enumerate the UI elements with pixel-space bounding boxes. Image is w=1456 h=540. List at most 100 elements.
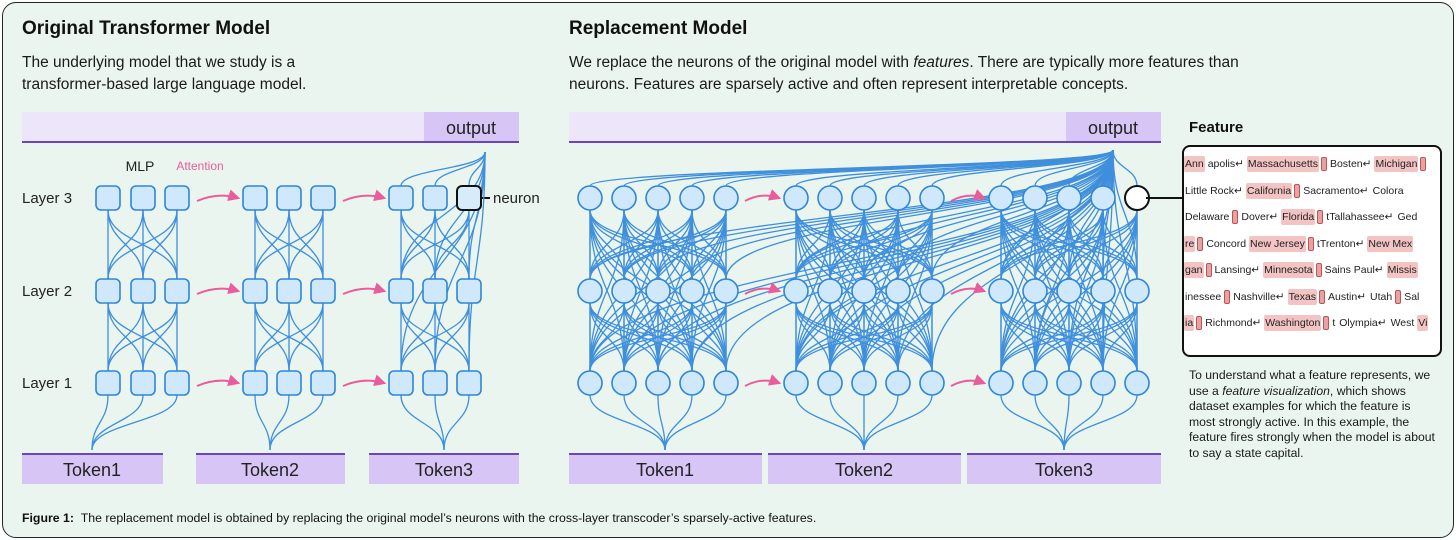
- edge-mlp: [400, 302, 470, 372]
- highlighted-token: Ann: [1184, 156, 1205, 172]
- attention-arrow: [950, 189, 987, 202]
- edge-output: [468, 151, 486, 187]
- token: Delaware: [1185, 211, 1230, 223]
- edge-token-feature: [664, 394, 693, 451]
- left-token-1: Token1: [22, 453, 163, 484]
- edge-token-feature: [863, 394, 933, 451]
- edge-transcoder: [589, 302, 693, 372]
- edge-token-feature: [589, 394, 666, 451]
- token: tTallahassee↵: [1326, 211, 1394, 223]
- feature-circle: [1022, 185, 1048, 211]
- left-network: [91, 151, 486, 451]
- highlighted-token: New Jersey: [1249, 235, 1306, 252]
- edge-token-layer: [91, 394, 144, 451]
- highlighted-token: Massachusetts: [1246, 156, 1319, 172]
- attention-label: Attention: [176, 159, 223, 173]
- edge-transcoder: [795, 302, 899, 372]
- neuron-square: [130, 185, 156, 211]
- neuron-square: [310, 185, 336, 211]
- neuron-square: [310, 370, 336, 396]
- edge-output: [1112, 149, 1138, 372]
- neuron-square: [242, 278, 268, 304]
- activation-marker: [1319, 289, 1326, 304]
- left-token-2: Token2: [196, 453, 345, 484]
- activation-marker: [1395, 289, 1402, 304]
- edge-mlp: [107, 302, 178, 372]
- feature-circle: [885, 185, 911, 211]
- edge-output: [434, 151, 486, 280]
- highlighted-token: New Mex: [1367, 235, 1414, 252]
- edge-transcoder: [1000, 209, 1104, 280]
- edge-token-feature: [623, 394, 666, 451]
- edge-mlp: [107, 209, 144, 280]
- edge-transcoder: [691, 209, 727, 280]
- attention-arrow: [950, 374, 987, 387]
- token: Sal: [1404, 290, 1420, 303]
- attention-arrow: [196, 374, 241, 387]
- feature-circle: [988, 278, 1014, 304]
- neuron-square: [130, 370, 156, 396]
- feature-title: Feature: [1189, 119, 1244, 136]
- edge-token-layer: [269, 394, 324, 451]
- edge-token-feature: [1063, 394, 1138, 451]
- neuron-square: [164, 370, 190, 396]
- neuron-square: [95, 370, 121, 396]
- edge-transcoder: [589, 209, 625, 372]
- edge-mlp: [400, 209, 436, 280]
- edge-mlp: [288, 209, 324, 280]
- edge-output: [400, 151, 486, 280]
- edge-output: [829, 149, 1114, 280]
- caption-label: Figure 1:: [22, 511, 74, 525]
- edge-transcoder: [795, 209, 899, 372]
- token: apolis↵: [1207, 158, 1244, 170]
- left-description: The underlying model that we study is a …: [22, 54, 307, 93]
- feature-circle: [988, 370, 1014, 396]
- highlighted-token: Florida: [1281, 209, 1316, 225]
- left-output-label: output: [446, 118, 496, 138]
- attention-arrow: [342, 374, 387, 387]
- highlighted-token: ia: [1184, 315, 1195, 331]
- edge-transcoder: [1102, 209, 1138, 280]
- token: Nashville↵: [1233, 290, 1285, 303]
- edge-transcoder: [589, 209, 693, 372]
- feature-circle: [577, 278, 603, 304]
- mlp-label: MLP: [126, 158, 155, 174]
- highlighted-token: Washington: [1264, 315, 1322, 331]
- right-description: We replace the neurons of the original m…: [569, 54, 1239, 93]
- neuron-square: [242, 370, 268, 396]
- token: tTrenton↵: [1316, 237, 1365, 250]
- edge-transcoder: [1000, 209, 1070, 280]
- feature-circle: [1090, 370, 1116, 396]
- edge-output: [691, 149, 1114, 280]
- right-token-1: Token1: [569, 453, 762, 484]
- feature-circle: [817, 185, 843, 211]
- feature-circle: [713, 185, 739, 211]
- feature-circle: [577, 185, 603, 211]
- edge-output: [657, 149, 1114, 187]
- neuron-square: [310, 278, 336, 304]
- edge-output: [931, 149, 1114, 187]
- feature-circle: [817, 370, 843, 396]
- right-token-2: Token2: [768, 453, 961, 484]
- edge-mlp: [288, 302, 324, 372]
- edge-transcoder: [795, 302, 831, 372]
- edge-mlp: [254, 302, 324, 372]
- highlighted-token: Texas: [1287, 288, 1318, 305]
- neuron-square: [164, 185, 190, 211]
- feature-circle: [1090, 185, 1116, 211]
- activation-marker: [1197, 236, 1204, 251]
- layer-2-label: Layer 2: [22, 283, 72, 300]
- token: Sacramento↵: [1303, 184, 1369, 197]
- feature-circle: [577, 370, 603, 396]
- edge-output: [897, 149, 1114, 280]
- feature-circle: [611, 278, 637, 304]
- highlighted-token: Minnesota: [1263, 262, 1314, 278]
- edge-output: [691, 149, 1114, 187]
- neuron-square: [388, 370, 414, 396]
- neuron-square: [95, 278, 121, 304]
- edge-mlp: [107, 302, 144, 372]
- edge-transcoder: [897, 209, 933, 372]
- edge-mlp: [434, 209, 470, 280]
- feature-circle: [783, 370, 809, 396]
- feature-circle: [645, 185, 671, 211]
